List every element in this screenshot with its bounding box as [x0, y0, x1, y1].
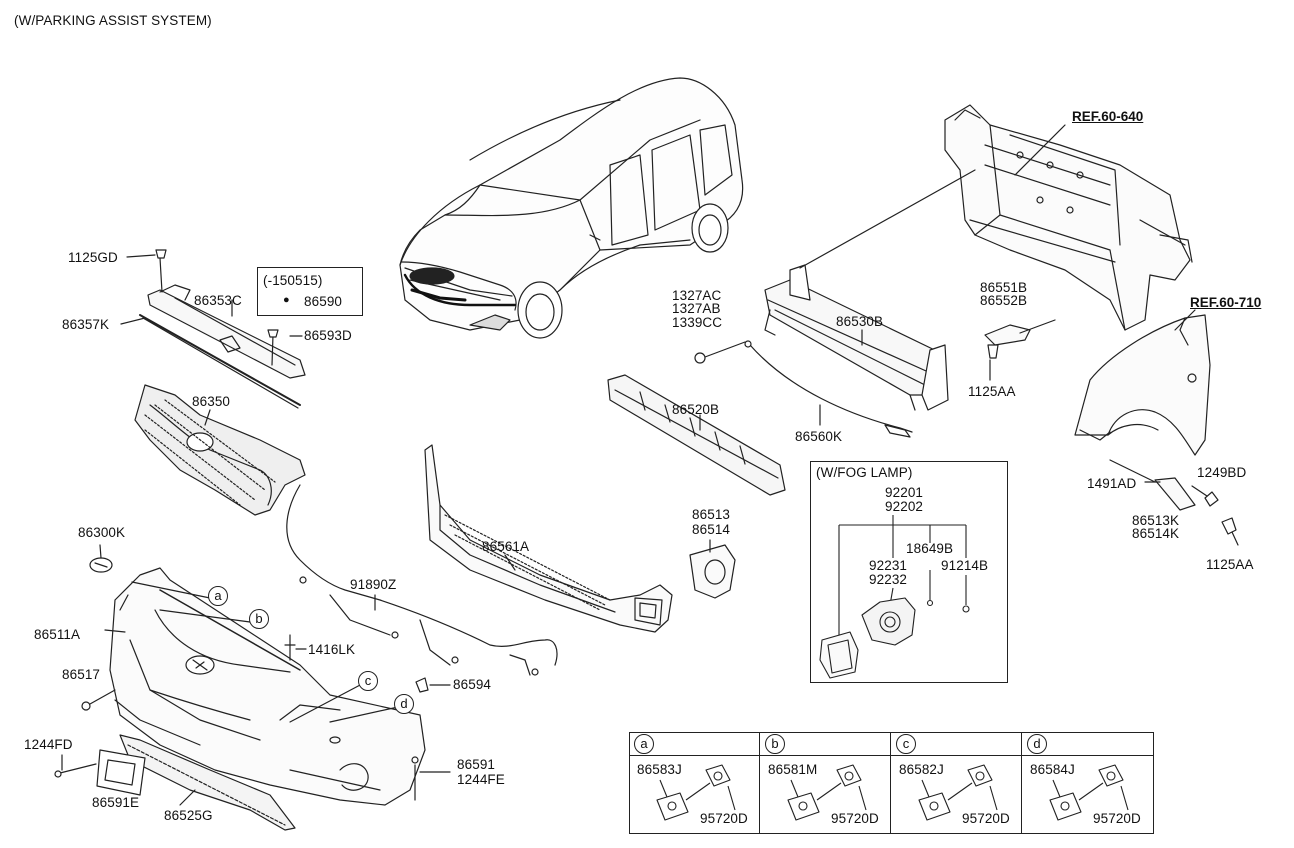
variant-box: [257, 267, 363, 316]
part-label[interactable]: 86525G: [164, 808, 213, 823]
part-label[interactable]: 91890Z: [350, 577, 397, 592]
license-bracket: [96, 749, 146, 796]
wire-harness: [286, 484, 558, 666]
legend-callout-b[interactable]: b: [765, 734, 785, 754]
part-label[interactable]: 86583J: [637, 762, 682, 777]
part-label[interactable]: 1125AA: [968, 384, 1016, 399]
part-label[interactable]: 95720D: [700, 811, 748, 826]
sensor-icon: [1049, 764, 1129, 821]
part-label[interactable]: 86590: [304, 294, 343, 309]
part-label[interactable]: 1327AC: [672, 288, 722, 303]
legend-cell-b: [760, 732, 891, 833]
part-label[interactable]: 95720D: [831, 811, 879, 826]
part-label[interactable]: 86551B: [980, 280, 1028, 295]
legend-callout-a[interactable]: a: [634, 734, 654, 754]
part-label[interactable]: 86530B: [836, 314, 884, 329]
part-label[interactable]: 1244FE: [457, 772, 505, 787]
callout-b[interactable]: b: [249, 609, 269, 629]
fender-illustration: [1074, 314, 1211, 456]
sensor-legend-table: [629, 732, 1154, 834]
legend-cell-c: [891, 732, 1022, 833]
part-label[interactable]: 86581M: [768, 762, 818, 777]
sensor-icon: [918, 764, 998, 821]
part-label[interactable]: 92201: [885, 485, 924, 500]
part-label[interactable]: 86584J: [1030, 762, 1075, 777]
part-label[interactable]: 1327AB: [672, 301, 721, 316]
part-label[interactable]: 86511A: [34, 627, 81, 642]
part-label[interactable]: 86591: [457, 757, 496, 772]
callout-d[interactable]: d: [394, 694, 414, 714]
sensor-icon: [787, 764, 867, 821]
part-label[interactable]: 86357K: [62, 317, 110, 332]
screw-icon: ●: [283, 294, 290, 306]
bolt-icon: [267, 329, 279, 338]
part-label[interactable]: 18649B: [906, 541, 954, 556]
part-label[interactable]: 86514K: [1132, 526, 1180, 541]
part-label[interactable]: 86594: [453, 677, 492, 692]
part-label[interactable]: 1244FD: [24, 737, 73, 752]
part-label[interactable]: 86514: [692, 522, 731, 537]
variant-label: (-150515): [263, 273, 323, 288]
nut-icon: [694, 352, 706, 364]
part-label[interactable]: 86517: [62, 667, 101, 682]
bolt-icon: [155, 249, 167, 259]
radiator-support-illustration: [944, 104, 1193, 331]
upper-bracket-illustration: [139, 284, 306, 409]
part-label[interactable]: 86582J: [899, 762, 944, 777]
part-label[interactable]: 86593D: [304, 328, 352, 343]
part-label[interactable]: 86300K: [78, 525, 126, 540]
fog-lamp-box: [810, 461, 1008, 683]
part-label[interactable]: 86350: [192, 394, 231, 409]
part-label[interactable]: 86513K: [1132, 513, 1180, 528]
lower-strip: [119, 734, 296, 831]
leader-ref-60-710: [1174, 309, 1196, 331]
part-label[interactable]: 1125GD: [68, 250, 118, 265]
fog-cover-illustration: [689, 544, 736, 599]
impact-beam-illustration: [764, 264, 949, 411]
part-label[interactable]: 1416LK: [308, 642, 356, 657]
part-label[interactable]: 86560K: [795, 429, 843, 444]
part-label[interactable]: 92231: [869, 558, 908, 573]
ref-60-640-link[interactable]: REF.60-640: [1072, 109, 1144, 124]
part-label[interactable]: 92202: [885, 499, 924, 514]
lower-grille-illustration: [424, 444, 673, 633]
part-label[interactable]: 1125AA: [1206, 557, 1254, 572]
part-label[interactable]: 95720D: [962, 811, 1010, 826]
part-label[interactable]: 86513: [692, 507, 731, 522]
part-label[interactable]: 1339CC: [672, 315, 723, 330]
part-label[interactable]: 95720D: [1093, 811, 1141, 826]
part-label[interactable]: 86591E: [92, 795, 140, 810]
energy-absorber-illustration: [607, 374, 786, 496]
sensor-icon: [656, 764, 736, 821]
legend-callout-d[interactable]: d: [1027, 734, 1047, 754]
legend-cell-a: [629, 732, 760, 833]
part-label[interactable]: 86552B: [980, 293, 1028, 308]
part-label[interactable]: 86353C: [194, 293, 242, 308]
part-label[interactable]: 1491AD: [1087, 476, 1137, 491]
front-bumper-illustration: [109, 567, 426, 806]
callout-c[interactable]: c: [358, 671, 378, 691]
ref-60-710-link[interactable]: REF.60-710: [1190, 295, 1262, 310]
part-label[interactable]: 1249BD: [1197, 465, 1247, 480]
legend-callout-c[interactable]: c: [896, 734, 916, 754]
part-label[interactable]: 92232: [869, 572, 908, 587]
callout-a[interactable]: a: [208, 586, 228, 606]
part-label[interactable]: 86520B: [672, 402, 720, 417]
absorber-wire: [749, 344, 913, 433]
radiator-grille-illustration: [134, 384, 306, 516]
fog-lamp-title: (W/FOG LAMP): [816, 465, 913, 480]
car-illustration: [399, 77, 744, 339]
legend-divider: [629, 755, 1153, 756]
diagram-title: (W/PARKING ASSIST SYSTEM): [14, 13, 212, 28]
leader-ref-60-640: [1014, 124, 1066, 176]
part-label[interactable]: 91214B: [941, 558, 989, 573]
part-label[interactable]: 86561A: [482, 539, 530, 554]
